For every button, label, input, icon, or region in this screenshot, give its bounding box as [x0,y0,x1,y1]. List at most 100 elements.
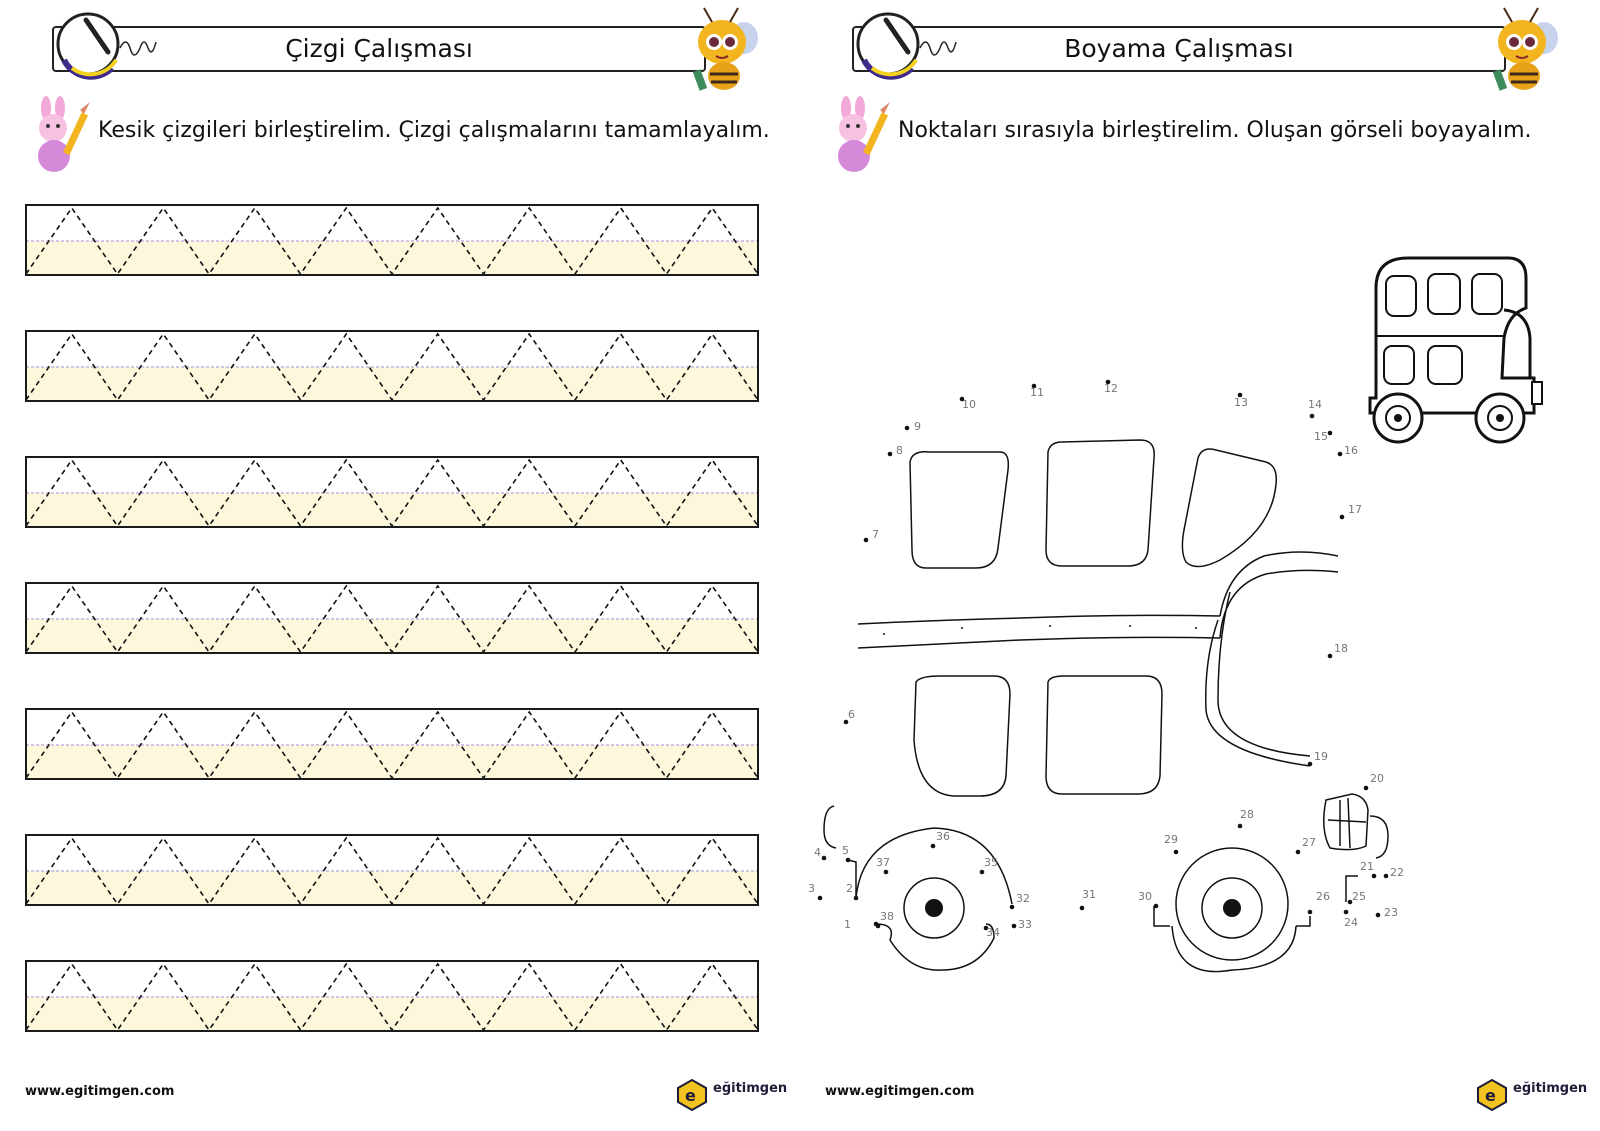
tracing-row [25,582,759,654]
dot-15 [1327,430,1333,436]
dot-label-28: 28 [1240,808,1254,821]
dot-21 [1371,873,1377,879]
logo-hexagon-icon: e [677,1078,707,1112]
tracing-row [25,708,759,780]
dot-23 [1375,912,1381,918]
dot-label-21: 21 [1360,860,1374,873]
dot-31 [1079,905,1085,911]
svg-text:e: e [1485,1086,1496,1105]
dot-28 [1237,823,1243,829]
dot-3 [817,895,823,901]
dot-37 [883,869,889,875]
logo-hexagon-icon: e [1477,1078,1507,1112]
dot-label-27: 27 [1302,836,1316,849]
dot-34 [983,925,989,931]
pencil-logo-icon [856,12,957,80]
title-bar: Çizgi Çalışması [52,26,706,72]
dot-label-14: 14 [1308,398,1322,411]
dot-20 [1363,785,1369,791]
dot-label-35: 35 [984,856,998,869]
tracing-row [25,204,759,276]
dot-18 [1327,653,1333,659]
dot-label-6: 6 [848,708,855,721]
instruction: Kesik çizgileri birleştirelim. Çizgi çal… [24,96,784,176]
bee-mascot-icon [1492,7,1558,91]
dot-label-12: 12 [1104,382,1118,395]
bunny-mascot-icon [838,96,890,172]
dot-16 [1337,451,1343,457]
dot-label-16: 16 [1344,444,1358,457]
dot-label-37: 37 [876,856,890,869]
dot-33 [1011,923,1017,929]
tracing-row [25,834,759,906]
dot-27 [1295,849,1301,855]
dot-label-11: 11 [1030,386,1044,399]
dot-7 [863,537,869,543]
reference-bus-icon [1368,256,1543,444]
title-bar: Boyama Çalışması [852,26,1506,72]
dot-label-20: 20 [1370,772,1384,785]
page-title: Çizgi Çalışması [285,34,473,63]
dot-label-32: 32 [1016,892,1030,905]
dot-6 [843,719,849,725]
footer-url: www.egitimgen.com [25,1084,175,1099]
dot-5 [845,857,851,863]
footer-logo: e eğitimgen [675,1078,788,1112]
dot-32 [1009,904,1015,910]
dot-label-17: 17 [1348,503,1362,516]
dot-4 [821,855,827,861]
dot-29 [1173,849,1179,855]
dot-label-2: 2 [846,882,853,895]
dot-9 [904,425,910,431]
bee-mascot-icon [692,7,758,91]
dot-label-3: 3 [808,882,815,895]
dot-2 [853,895,859,901]
dot-24 [1343,909,1349,915]
bunny-mascot-icon [38,96,90,172]
left-worksheet-page: Çizgi Çalışması Kesik çizgileri birleşti… [24,7,788,1112]
dot-35 [979,869,985,875]
dot-label-34: 34 [986,926,1000,939]
tracing-row [25,960,759,1032]
dot-30 [1153,903,1159,909]
dot-label-38: 38 [880,910,894,923]
dot-19 [1307,761,1313,767]
footer-logo-text: eğitimgen [713,1081,788,1096]
dot-label-25: 25 [1352,890,1366,903]
dot-label-33: 33 [1018,918,1032,931]
tracing-row [25,330,759,402]
bus-outline-parts [823,439,1389,973]
dot-label-24: 24 [1344,916,1358,929]
dot-label-9: 9 [914,420,921,433]
dot-25 [1347,899,1353,905]
tracing-row [25,456,759,528]
dot-label-8: 8 [896,444,903,457]
dot-label-29: 29 [1164,833,1178,846]
svg-text:e: e [685,1086,696,1105]
dot-label-15: 15 [1314,430,1328,443]
pencil-logo-icon [56,12,157,80]
dot-label-31: 31 [1082,888,1096,901]
instruction-text: Noktaları sırasıyla birleştirelim. Oluşa… [898,118,1532,143]
dot-label-7: 7 [872,528,879,541]
dot-label-23: 23 [1384,906,1398,919]
dot-label-18: 18 [1334,642,1348,655]
instruction-text: Kesik çizgileri birleştirelim. Çizgi çal… [98,118,770,143]
footer-url: www.egitimgen.com [825,1084,975,1099]
dot-17 [1339,514,1345,520]
dot-12 [1105,379,1111,385]
dot-label-30: 30 [1138,890,1152,903]
page-title: Boyama Çalışması [1064,34,1294,63]
dot-label-36: 36 [936,830,950,843]
dot-14 [1309,413,1315,419]
dot-label-5: 5 [842,844,849,857]
dot-11 [1031,383,1037,389]
dot-36 [930,843,936,849]
dot-label-10: 10 [962,398,976,411]
dot-38 [875,923,881,929]
dot-label-26: 26 [1316,890,1330,903]
dot-label-19: 19 [1314,750,1328,763]
dot-8 [887,451,893,457]
